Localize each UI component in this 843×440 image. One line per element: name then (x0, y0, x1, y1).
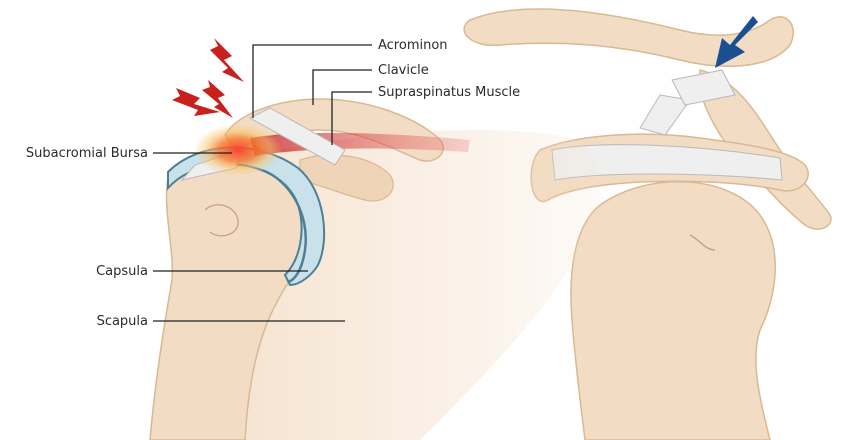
back-clavicle (464, 9, 793, 66)
inflammation-glow (194, 124, 282, 176)
label-scapula: Scapula (97, 314, 148, 329)
label-subacromial-bursa: Subacromial Bursa (26, 146, 148, 161)
label-clavicle: Clavicle (378, 63, 429, 78)
label-capsula: Capsula (96, 264, 148, 279)
label-acrominon: Acrominon (378, 38, 448, 53)
pain-bolt-icon (172, 38, 244, 118)
front-view-shoulder (150, 99, 600, 440)
back-humerus (571, 182, 775, 440)
label-supraspinatus: Supraspinatus Muscle (378, 85, 520, 100)
